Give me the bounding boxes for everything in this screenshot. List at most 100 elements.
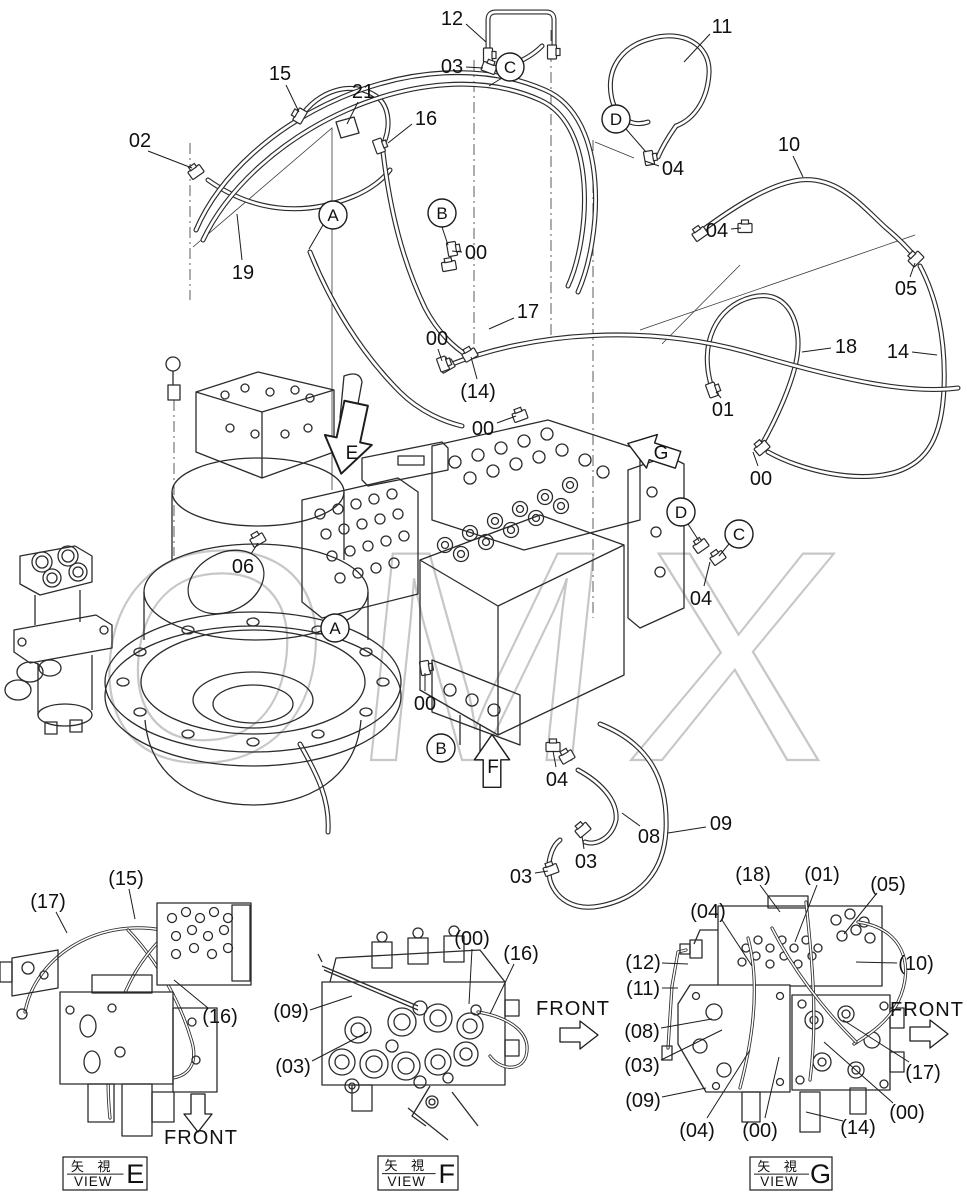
callout-label: 11 — [712, 16, 733, 38]
callout-leader — [128, 888, 136, 920]
ref-letter: A — [329, 619, 341, 638]
callout-label: 02 — [129, 130, 151, 152]
callout-label: (11) — [626, 978, 660, 1000]
view-box-letter: G — [810, 1159, 831, 1189]
ref-letter: D — [610, 110, 622, 129]
callout-label: (03) — [275, 1056, 311, 1078]
callout-label: (14) — [460, 381, 496, 403]
callout-label: 21 — [352, 81, 374, 103]
callout-leader — [706, 1049, 751, 1119]
ref-circle — [426, 733, 456, 763]
callout-leader — [715, 391, 722, 399]
ref-circle — [427, 198, 457, 228]
callout-label: 14 — [887, 341, 909, 363]
front-label: FRONT — [164, 1127, 238, 1149]
callout-leader — [468, 948, 473, 1005]
hose-clamp — [335, 116, 360, 139]
callout-leader — [465, 66, 484, 69]
callout-label: (18) — [735, 864, 771, 886]
ref-letter: A — [327, 206, 339, 225]
callout-leader — [470, 356, 478, 380]
callout-label: 01 — [712, 399, 734, 421]
callout-leader — [465, 23, 487, 43]
callout-leader — [660, 1029, 723, 1061]
view-box-word: VIEW — [760, 1174, 799, 1189]
view-box-word: VIEW — [388, 1174, 427, 1189]
callout-leader — [147, 150, 193, 169]
callout-label: 06 — [232, 556, 254, 578]
front-arrow — [559, 1020, 599, 1050]
ref-circle — [724, 519, 754, 549]
view-box-kanji: 矢 視 — [384, 1158, 429, 1173]
callout-label: 00 — [465, 242, 487, 264]
callout-leader — [488, 317, 515, 330]
callout-leader — [667, 826, 707, 834]
callout-leader — [309, 995, 353, 1011]
callout-leader — [346, 101, 359, 125]
ref-circle — [320, 613, 350, 643]
ref-letter: D — [675, 503, 687, 522]
callout-label: (12) — [625, 952, 661, 974]
ref-leader — [308, 224, 324, 250]
callout-leader — [792, 155, 804, 178]
callout-label: (00) — [742, 1120, 778, 1142]
view-box — [749, 1156, 833, 1191]
callout-label: (00) — [889, 1102, 925, 1124]
callout-leader — [437, 348, 443, 362]
view-box-kanji: 矢 視 — [757, 1159, 802, 1174]
view-f-drawing — [317, 925, 529, 1141]
callout-label: (04) — [679, 1120, 715, 1142]
callout-label: (10) — [898, 953, 934, 975]
callout-label: (03) — [624, 1055, 660, 1077]
swing-device — [104, 356, 449, 806]
callout-label: (16) — [202, 1006, 238, 1028]
ref-circle — [601, 104, 631, 134]
callout-leader — [911, 351, 938, 356]
callout-leader — [173, 979, 209, 1009]
ref-leader — [687, 523, 700, 542]
callout-leader — [843, 892, 878, 935]
callout-label: (05) — [870, 874, 906, 896]
callout-label: 19 — [232, 262, 254, 284]
view-direction-arrow — [627, 433, 682, 469]
callout-label: (17) — [905, 1062, 941, 1084]
callout-leader — [661, 962, 689, 965]
callout-label: 08 — [638, 826, 660, 848]
callout-label: (09) — [625, 1090, 661, 1112]
callout-ellipse-06 — [187, 549, 265, 615]
callout-leader — [581, 835, 585, 850]
ref-leader — [625, 128, 647, 153]
fittings — [187, 44, 925, 877]
view-direction-arrow — [323, 399, 373, 475]
callout-label: (08) — [624, 1021, 660, 1043]
callout-label: (00) — [454, 928, 490, 950]
view-direction-letter: E — [346, 443, 359, 464]
callout-leader — [730, 227, 742, 230]
callout-label: 03 — [510, 866, 532, 888]
callout-label: (16) — [503, 943, 539, 965]
callout-label: 04 — [546, 769, 568, 791]
callout-label: (09) — [273, 1001, 309, 1023]
callout-leader — [805, 1111, 844, 1122]
front-arrow — [183, 1093, 213, 1133]
callout-leader — [842, 1019, 910, 1063]
view-direction-letter: F — [487, 757, 499, 778]
callout-leader — [764, 1056, 780, 1119]
ref-leader — [441, 226, 449, 246]
callout-label: 05 — [895, 278, 917, 300]
callout-leader — [534, 870, 549, 874]
callout-label: 10 — [778, 134, 800, 156]
callout-leader — [801, 347, 832, 353]
callout-label: (04) — [690, 901, 726, 923]
callout-leader — [552, 750, 557, 768]
callout-label: 09 — [710, 813, 732, 835]
callout-label: 03 — [575, 851, 597, 873]
callout-label: 00 — [414, 693, 436, 715]
callout-label: 12 — [441, 8, 463, 30]
callout-leader — [683, 33, 711, 63]
callout-label: 04 — [662, 158, 684, 180]
callout-leader — [236, 213, 243, 261]
ref-leader — [718, 543, 730, 557]
